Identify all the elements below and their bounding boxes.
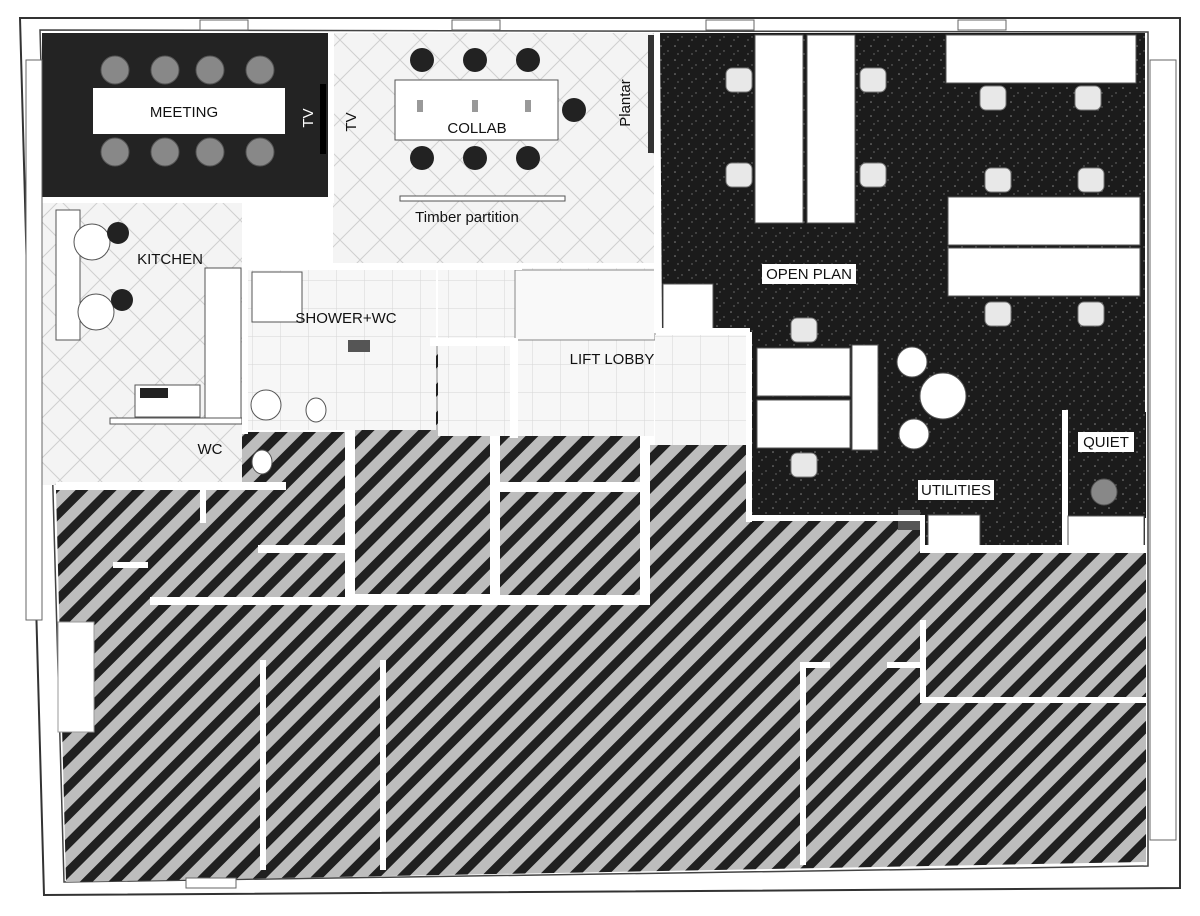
plantar-label: Plantar [617, 79, 634, 127]
collab-area: COLLAB TV Plantar Timber partition [333, 33, 660, 263]
lift-lobby: LIFT LOBBY [438, 268, 747, 445]
tv-label-left: TV [300, 108, 317, 127]
kitchen-area: KITCHEN WC [42, 200, 273, 485]
hatched-walls [57, 340, 1146, 870]
wc-label: WC [198, 441, 223, 458]
quiet-label: QUIET [1083, 434, 1129, 451]
open-plan-area: OPEN PLAN UTILITIES [660, 33, 1145, 548]
meeting-room: MEETING TV [42, 33, 328, 197]
utilities-label: UTILITIES [921, 482, 991, 499]
collab-label: COLLAB [447, 120, 506, 137]
shower-wc-room: SHOWER+WC [246, 270, 436, 430]
lift-lobby-label: LIFT LOBBY [570, 351, 655, 368]
kitchen-label: KITCHEN [137, 251, 203, 268]
tv-label-right: TV [343, 112, 360, 131]
windows [25, 19, 1177, 889]
hatched-area [56, 338, 1146, 882]
quiet-room: QUIET [1062, 410, 1146, 547]
meeting-label: MEETING [150, 104, 218, 121]
interior-walls [42, 33, 1146, 553]
shower-wc-label: SHOWER+WC [295, 310, 396, 327]
open-plan-label: OPEN PLAN [766, 266, 852, 283]
timber-partition-label: Timber partition [415, 209, 519, 226]
